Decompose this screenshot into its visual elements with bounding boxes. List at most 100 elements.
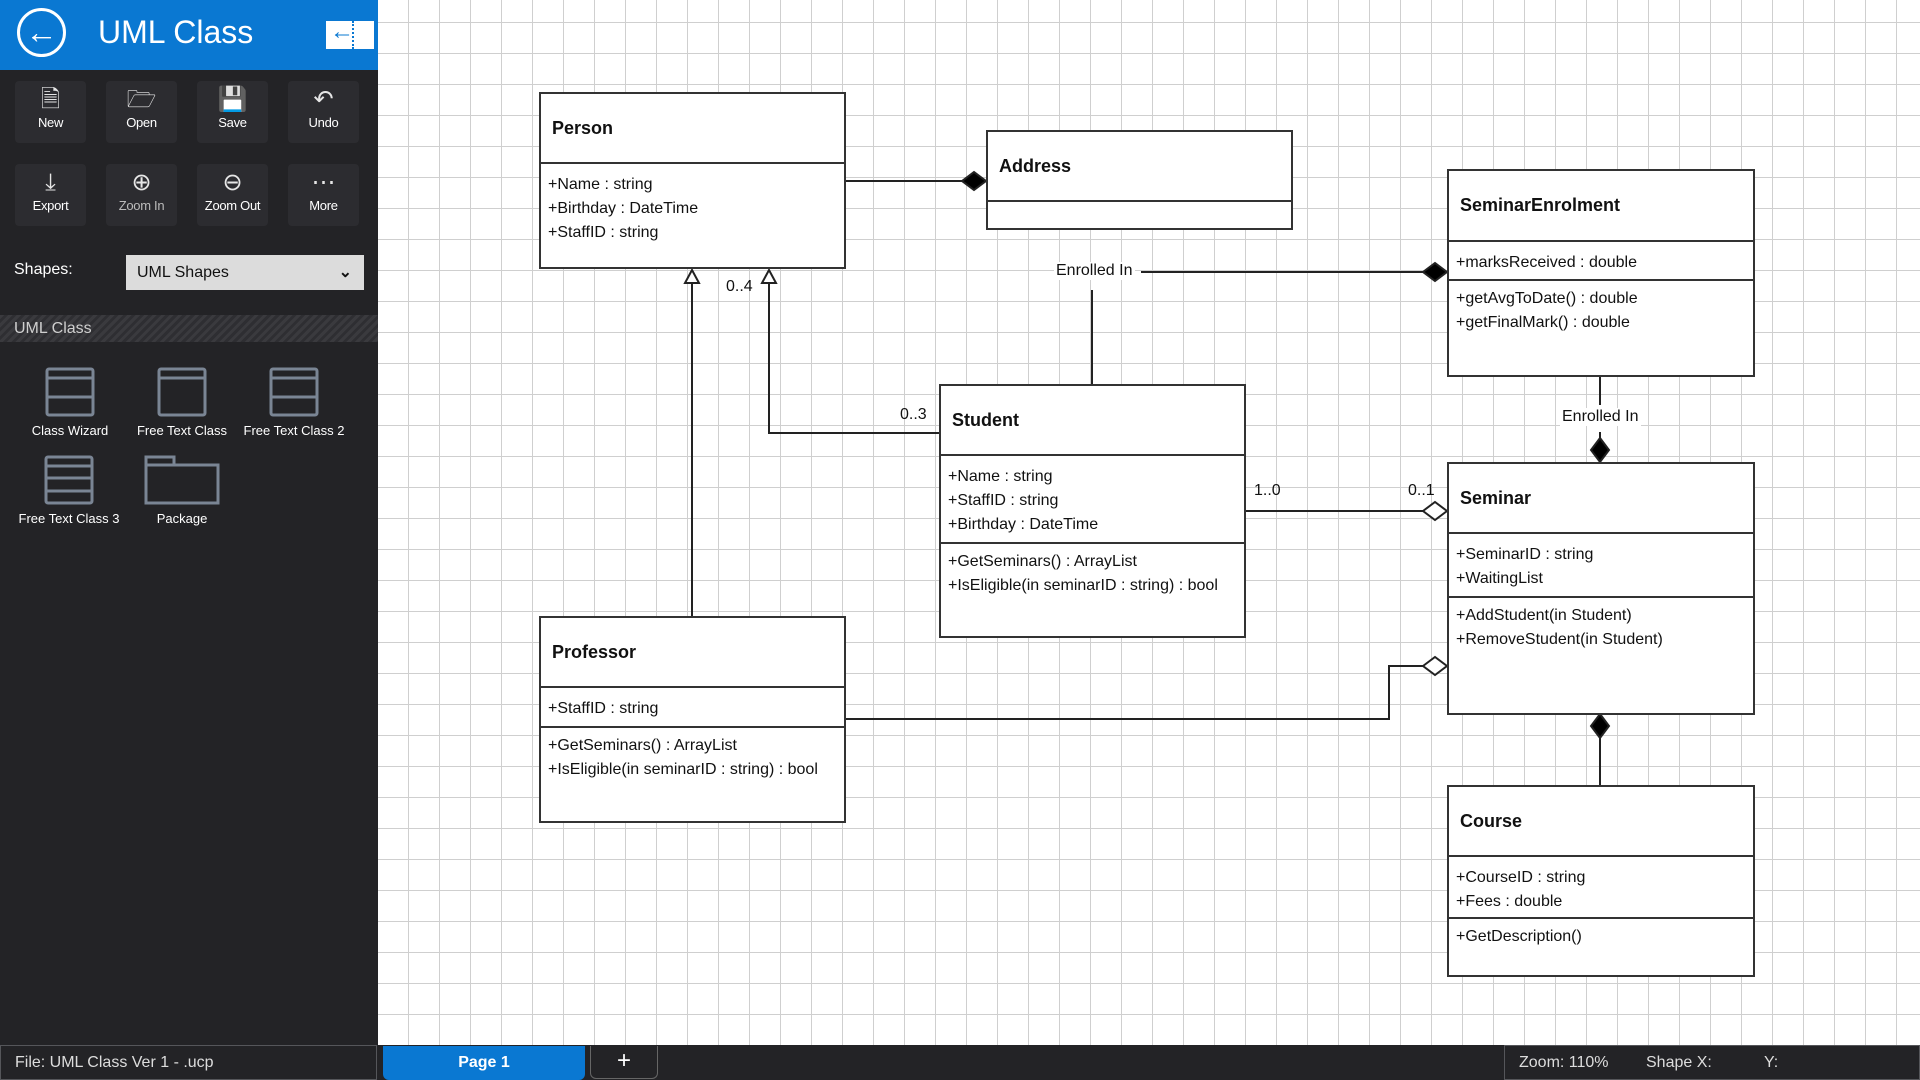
attributes-section: +StaffID : string <box>541 688 844 728</box>
class-professor[interactable]: Professor +StaffID : string +GetSeminars()… <box>539 616 846 823</box>
free-text-class-2-icon <box>269 367 319 417</box>
shape-label: Free Text Class <box>136 423 228 438</box>
composition-student-seminarenrolment[interactable] <box>1091 261 1449 384</box>
free-text-class-icon <box>157 367 207 417</box>
attribute: +StaffID : string <box>548 700 659 717</box>
method: +getAvgToDate() : double <box>1456 290 1638 307</box>
shape-package[interactable]: Package <box>126 455 238 526</box>
class-course[interactable]: Course+CourseID : string+Fees : double +G… <box>1447 785 1755 977</box>
attributes-section: +Name : string +StaffID : string +Birthday… <box>941 456 1244 544</box>
class-seminarenrolment[interactable]: SeminarEnrolment+marksReceived : double+… <box>1447 169 1755 377</box>
attributes-section: +Name : string+Birthday : DateTime+Staff… <box>541 164 844 245</box>
new-button[interactable]: 🗎New <box>15 81 86 143</box>
tab-page-1[interactable]: Page 1 <box>383 1046 585 1080</box>
file-info: File: UML Class Ver 1 - .ucp <box>0 1045 377 1080</box>
attribute: +Birthday : DateTime <box>948 516 1099 533</box>
method: +GetSeminars() : ArrayList <box>948 553 1137 570</box>
shapes-dropdown[interactable]: UML Shapes ⌄ <box>126 255 364 290</box>
methods-section: +AddStudent(in Student) +RemoveStudent(in… <box>1449 598 1753 652</box>
shape-free-text-class-3[interactable]: Free Text Class 3 <box>14 455 124 526</box>
methods-section: +getAvgToDate() : double +getFinalMark() … <box>1449 281 1753 335</box>
class-name: Person <box>541 94 844 164</box>
shape-free-text-class-2[interactable]: Free Text Class 2 <box>240 367 348 438</box>
zoom-out-icon: ⊖ <box>222 169 243 196</box>
diagram-canvas[interactable]: Person+Name : string+Birthday : DateTime… <box>378 0 1920 1045</box>
attribute: +Name : string <box>948 468 1053 485</box>
attributes-section: +marksReceived : double <box>1449 242 1753 281</box>
method: +getFinalMark() : double <box>1456 314 1630 331</box>
methods-section: +GetSeminars() : ArrayList +IsEligible(in… <box>541 728 844 782</box>
shapes-selected: UML Shapes <box>137 264 229 281</box>
composition-course-seminar[interactable] <box>1589 712 1611 785</box>
shape-class-wizard[interactable]: Class Wizard <box>14 367 126 438</box>
open-folder-icon: 🗁 <box>126 86 157 113</box>
export-icon: ⤓ <box>45 169 56 196</box>
methods-section: +GetSeminars() : ArrayList +IsEligible(in… <box>941 544 1244 598</box>
method: +GetSeminars() : ArrayList <box>548 737 737 754</box>
zoom-out-button[interactable]: ⊖Zoom Out <box>197 164 268 226</box>
zoom-level: Zoom: 110% <box>1519 1054 1609 1071</box>
generalization-student-person[interactable] <box>760 267 939 434</box>
back-arrow-icon[interactable]: ← <box>17 8 66 57</box>
save-button[interactable]: 💾Save <box>197 81 268 143</box>
attribute: +WaitingList <box>1456 570 1543 587</box>
connectors <box>683 170 1611 785</box>
add-page-button[interactable]: + <box>590 1046 658 1079</box>
shape-x: Shape X: <box>1646 1054 1712 1071</box>
class-seminar[interactable]: Seminar+SeminarID : string+WaitingList+A… <box>1447 462 1755 715</box>
multiplicity-label: 0..4 <box>726 278 753 295</box>
method: +AddStudent(in Student) <box>1456 607 1632 624</box>
enrolled-in-label: Enrolled In <box>1560 408 1641 426</box>
aggregation-student-seminar[interactable] <box>1245 500 1449 522</box>
app-header: ← UML Class ← <box>0 0 378 70</box>
class-name: Professor <box>541 618 844 688</box>
undo-button[interactable]: ↶Undo <box>288 81 359 143</box>
attributes-section <box>988 202 1291 211</box>
more-button[interactable]: ⋯More <box>288 164 359 226</box>
section-header-uml-class[interactable]: UML Class <box>0 315 378 342</box>
class-name: Seminar <box>1449 464 1753 534</box>
sidebar: ← UML Class ← 🗎New 🗁Open 💾Save ↶Undo ⤓Ex… <box>0 0 378 1045</box>
aggregation-professor-seminar[interactable] <box>845 655 1449 720</box>
attributes-section: +CourseID : string+Fees : double <box>1449 857 1753 919</box>
shape-y: Y: <box>1764 1054 1779 1071</box>
shape-label: Free Text Class 3 <box>18 511 120 526</box>
zoom-in-button[interactable]: ⊕Zoom In <box>106 164 177 226</box>
method: +IsEligible(in seminarID : string) : boo… <box>948 577 1218 594</box>
method: +IsEligible(in seminarID : string) : boo… <box>548 761 818 778</box>
generalization-professor-person[interactable] <box>683 267 701 616</box>
class-address[interactable]: Address <box>986 130 1293 230</box>
more-icon: ⋯ <box>311 169 336 196</box>
method: +RemoveStudent(in Student) <box>1456 631 1663 648</box>
class-name: Student <box>941 386 1244 456</box>
save-icon: 💾 <box>217 86 248 113</box>
class-person[interactable]: Person+Name : string+Birthday : DateTime… <box>539 92 846 269</box>
class-name: Course <box>1449 787 1753 857</box>
attribute: +CourseID : string <box>1456 869 1586 886</box>
free-text-class-3-icon <box>44 455 94 505</box>
attribute: +StaffID : string <box>948 492 1059 509</box>
new-file-icon: 🗎 <box>40 86 61 113</box>
enrolled-in-label: Enrolled In <box>1054 262 1135 280</box>
undo-icon: ↶ <box>313 86 334 113</box>
attribute: +StaffID : string <box>548 224 659 241</box>
open-button[interactable]: 🗁Open <box>106 81 177 143</box>
attributes-section: +SeminarID : string+WaitingList <box>1449 534 1753 598</box>
method: +GetDescription() <box>1456 928 1582 945</box>
export-button[interactable]: ⤓Export <box>15 164 86 226</box>
shape-label: Class Wizard <box>31 423 109 438</box>
chevron-down-icon: ⌄ <box>338 264 352 281</box>
class-shape-icon <box>45 367 95 417</box>
collapse-panel-icon[interactable]: ← <box>326 18 374 49</box>
multiplicity-label: 0..3 <box>900 406 927 423</box>
shapes-label: Shapes: <box>14 261 73 278</box>
shape-label: Free Text Class 2 <box>243 423 345 438</box>
shape-label: Package <box>156 511 208 526</box>
shape-free-text-class[interactable]: Free Text Class <box>126 367 238 438</box>
composition-person-address[interactable] <box>845 170 988 192</box>
multiplicity-label: 1..0 <box>1254 482 1281 499</box>
multiplicity-label: 0..1 <box>1408 482 1435 499</box>
package-icon <box>144 455 220 505</box>
class-name: SeminarEnrolment <box>1449 171 1753 242</box>
class-student[interactable]: Student +Name : string +StaffID : string +B… <box>939 384 1246 638</box>
